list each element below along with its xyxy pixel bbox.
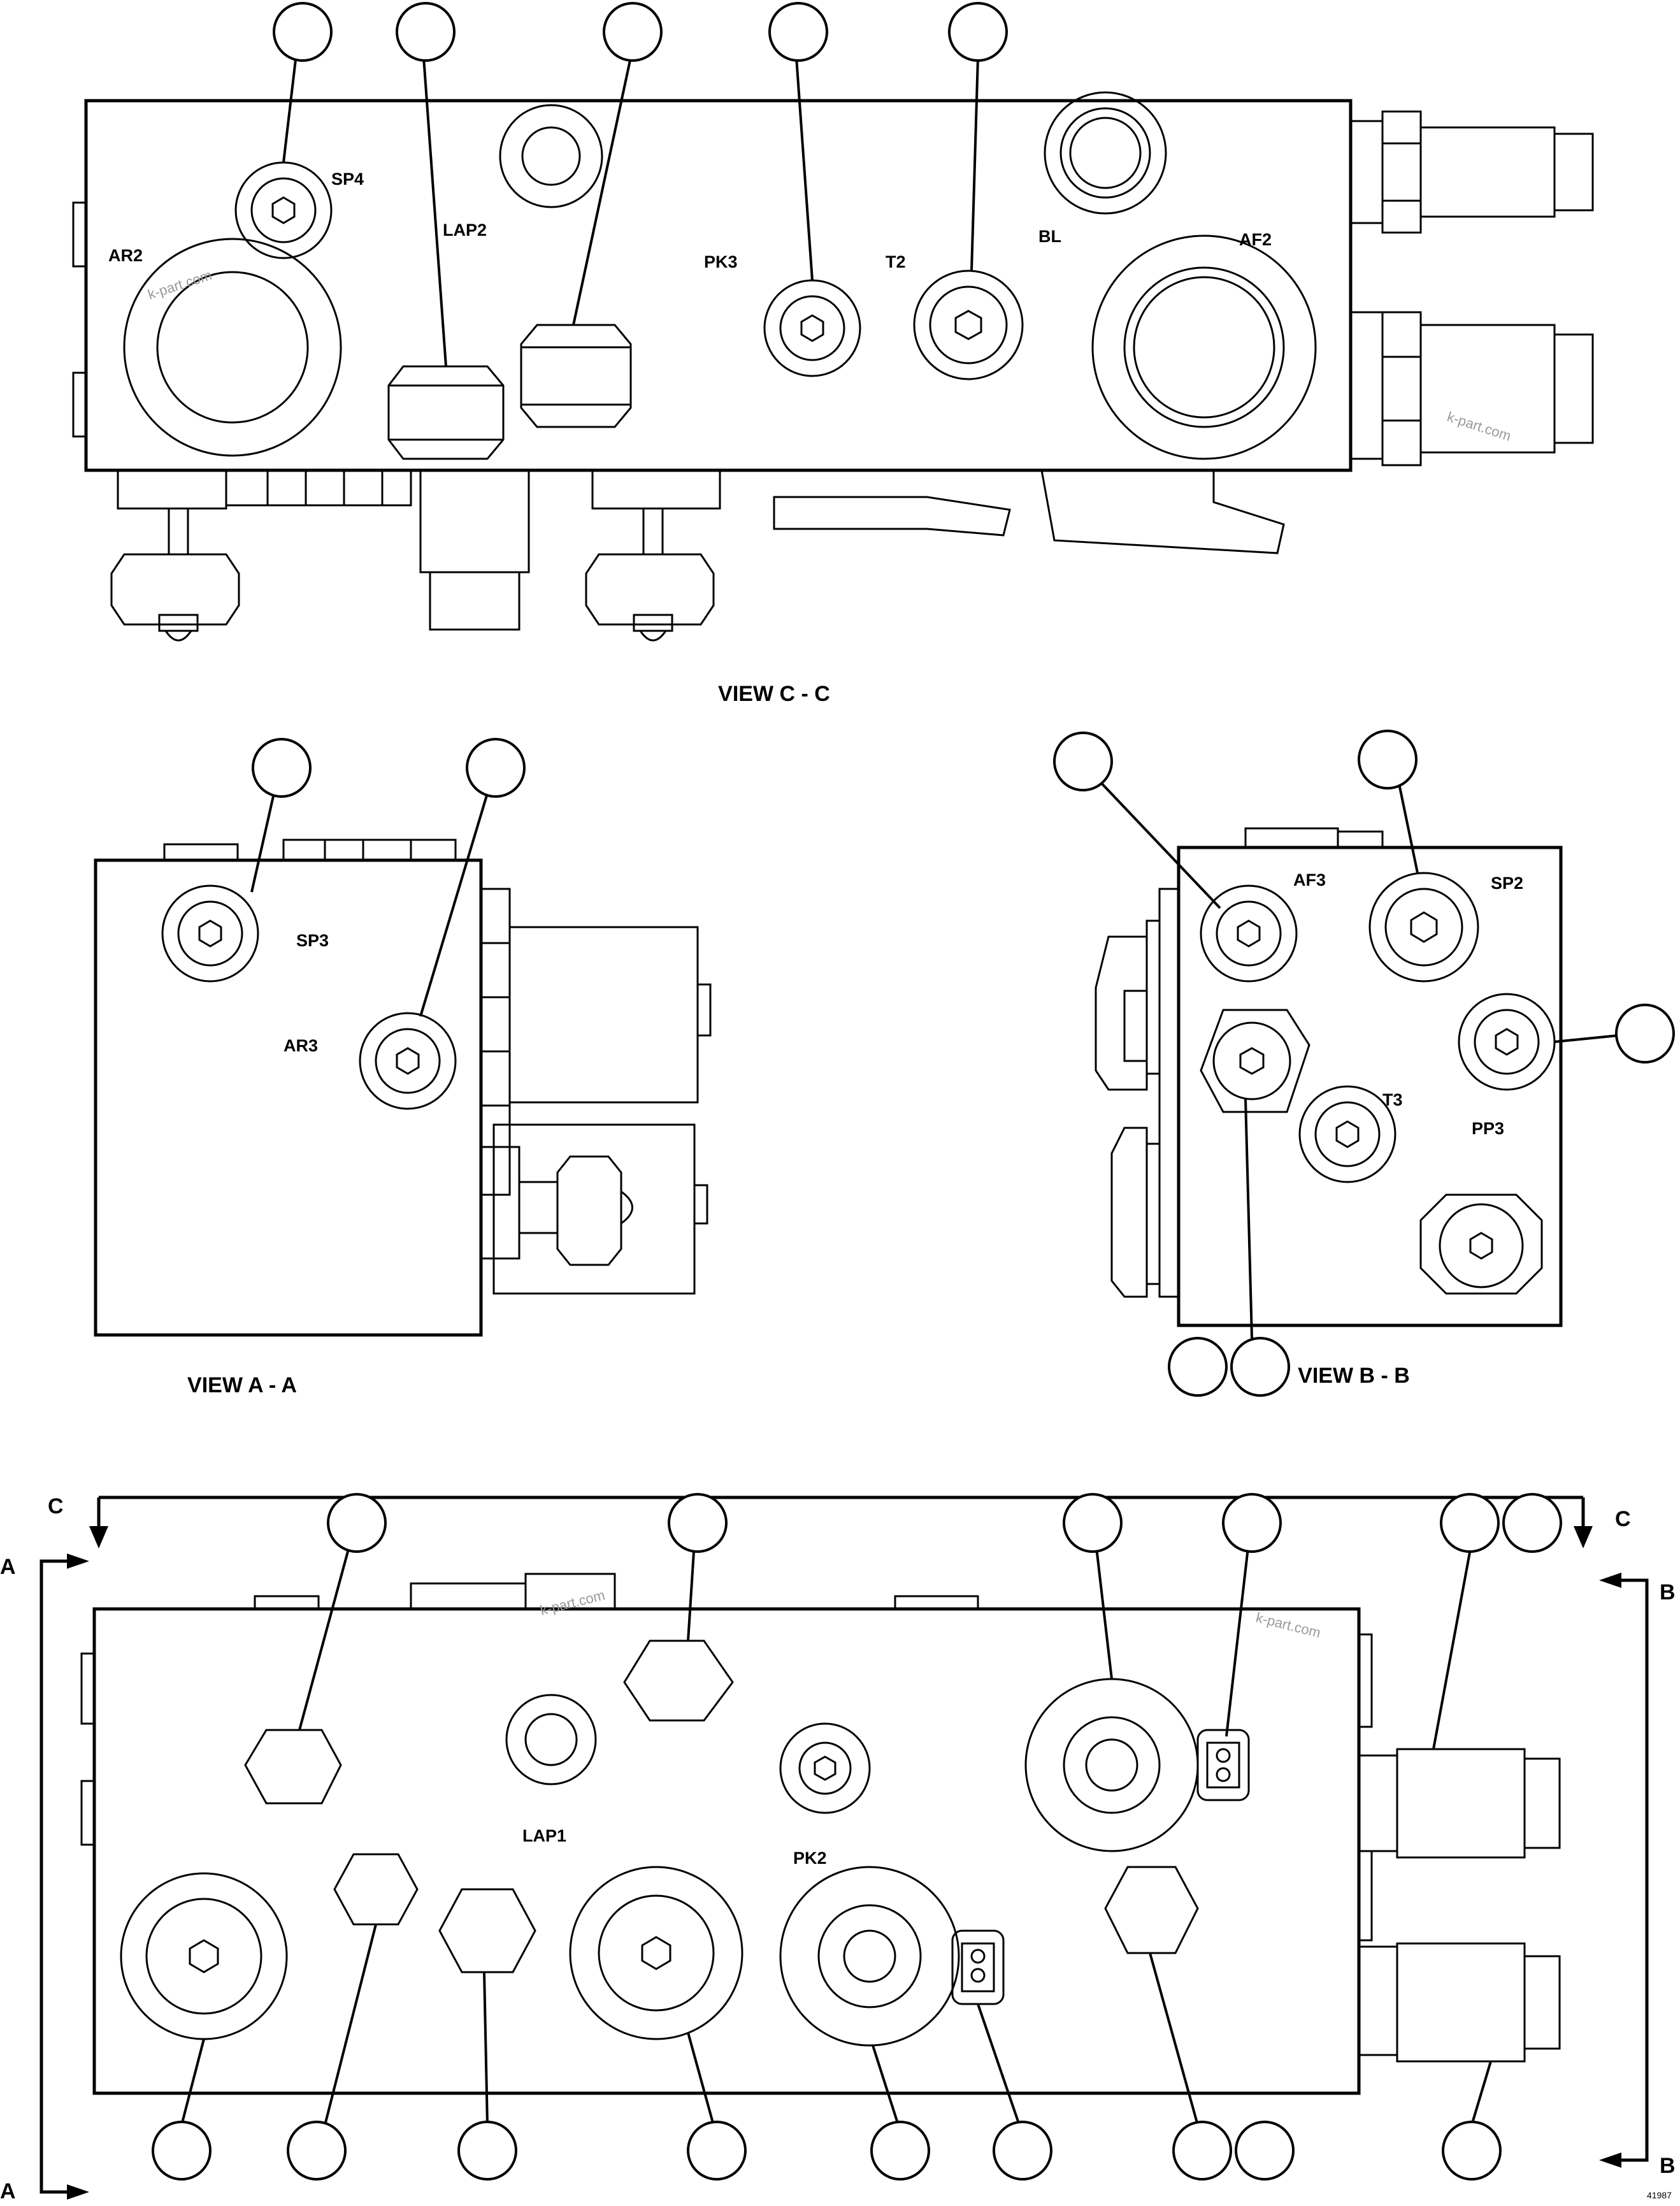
label-lap2: LAP2 (443, 220, 487, 240)
callout-bubble (668, 1493, 728, 1553)
callout-bubble (1235, 2121, 1295, 2181)
hex-plug (623, 1640, 734, 1722)
cartridge-upper (1349, 110, 1594, 234)
sp3-port (161, 884, 259, 983)
section-marker-b: B (1660, 1580, 1676, 1604)
callout-bubble (1172, 2121, 1232, 2181)
pk3-port (763, 279, 861, 377)
callout-bubble (252, 738, 312, 798)
bl-port (1044, 91, 1167, 215)
watermark: k-part.com (1254, 1610, 1323, 1641)
main-view: C C A A B B (0, 1493, 1676, 2203)
callout-bubble (1063, 1493, 1123, 1553)
watermark: k-part.com (538, 1587, 607, 1618)
reference-number: 41987 (1647, 2190, 1672, 2200)
section-marker-b: B (1660, 2154, 1676, 2178)
adjustment-knob (569, 1866, 743, 2040)
label-sp4: SP4 (331, 169, 364, 189)
section-marker-a: A (0, 1555, 16, 1579)
hex-plug (1104, 1866, 1199, 1954)
callout-bubble (768, 2, 828, 62)
label-af2: AF2 (1239, 230, 1272, 249)
af3-port (1200, 884, 1298, 983)
callout-bubble (1442, 2121, 1502, 2181)
callout-bubble (948, 2, 1008, 62)
solenoid-valve (1024, 1678, 1199, 1852)
callout-bubble (273, 2, 333, 62)
pp3-upper-port (1458, 993, 1556, 1091)
label-sp3: SP3 (296, 931, 329, 950)
callout-bubble (1615, 1004, 1675, 1063)
hex-plug (244, 1729, 342, 1805)
callout-bubble (1358, 730, 1418, 789)
callout-bubble (1440, 1493, 1500, 1553)
callout-bubble (603, 2, 663, 62)
sp2-port (1368, 872, 1479, 983)
view-c-c: SP4 AR2 LAP2 PK3 T2 BL AF2 k-part.com k-… (72, 2, 1594, 706)
sp4-port (234, 161, 333, 259)
callout-bubble (327, 1493, 387, 1553)
hex-plug (333, 1853, 419, 1926)
callout-bubble (1502, 1493, 1562, 1553)
callout-bubble (687, 2121, 747, 2181)
cartridge-lower (1349, 311, 1594, 466)
hex-plug (438, 1888, 536, 1973)
section-marker-a: A (0, 2179, 16, 2203)
lap1-port (505, 1694, 597, 1785)
callout-bubble (1168, 1337, 1228, 1397)
label-af3: AF3 (1293, 870, 1326, 890)
section-marker-c: C (48, 1494, 64, 1518)
watermark: k-part.com (1445, 408, 1513, 444)
watermark: k-part.com (146, 267, 214, 303)
callout-bubble (993, 2121, 1052, 2181)
af2-port (1091, 234, 1317, 460)
pk2-port (779, 1722, 871, 1814)
label-bl: BL (1038, 227, 1061, 246)
section-marker-c: C (1615, 1507, 1631, 1531)
callout-bubble (1053, 732, 1113, 791)
t3-port (1298, 1085, 1396, 1183)
label-ar3: AR3 (284, 1036, 318, 1055)
label-pk2: PK2 (793, 1849, 827, 1868)
label-sp2: SP2 (1491, 874, 1523, 893)
view-a-title: VIEW A - A (187, 1373, 297, 1397)
solenoid-coil (508, 926, 699, 1104)
label-lap1: LAP1 (522, 1826, 566, 1845)
callout-bubble (1230, 1337, 1290, 1397)
ar3-port (359, 1012, 457, 1110)
callout-bubble (287, 2121, 347, 2181)
label-ar2: AR2 (108, 246, 143, 265)
callout-bubble (152, 2121, 212, 2181)
ports-c (123, 91, 1317, 460)
view-b-title: VIEW B - B (1298, 1364, 1410, 1388)
label-t3: T3 (1382, 1090, 1403, 1109)
callout-bubble (396, 2, 456, 62)
callout-bubble (870, 2121, 930, 2181)
callout-bubble (457, 2121, 517, 2181)
t2-port (913, 270, 1024, 380)
callout-bubble (466, 738, 526, 798)
bottom-fittings-c (110, 469, 1285, 642)
solenoid-valve (779, 1866, 960, 2047)
valve-body-a (94, 858, 483, 1337)
view-a-a: SP3 AR3 VIEW A - A (94, 738, 712, 1397)
label-pp3: PP3 (1472, 1119, 1504, 1138)
view-c-title: VIEW C - C (718, 682, 830, 706)
label-t2: T2 (886, 252, 906, 271)
view-b-b: AF3 SP2 T3 PP3 VIEW B - B (1053, 730, 1675, 1397)
label-pk3: PK3 (704, 252, 738, 271)
callout-bubble (1222, 1493, 1282, 1553)
ar2-port (123, 238, 342, 457)
